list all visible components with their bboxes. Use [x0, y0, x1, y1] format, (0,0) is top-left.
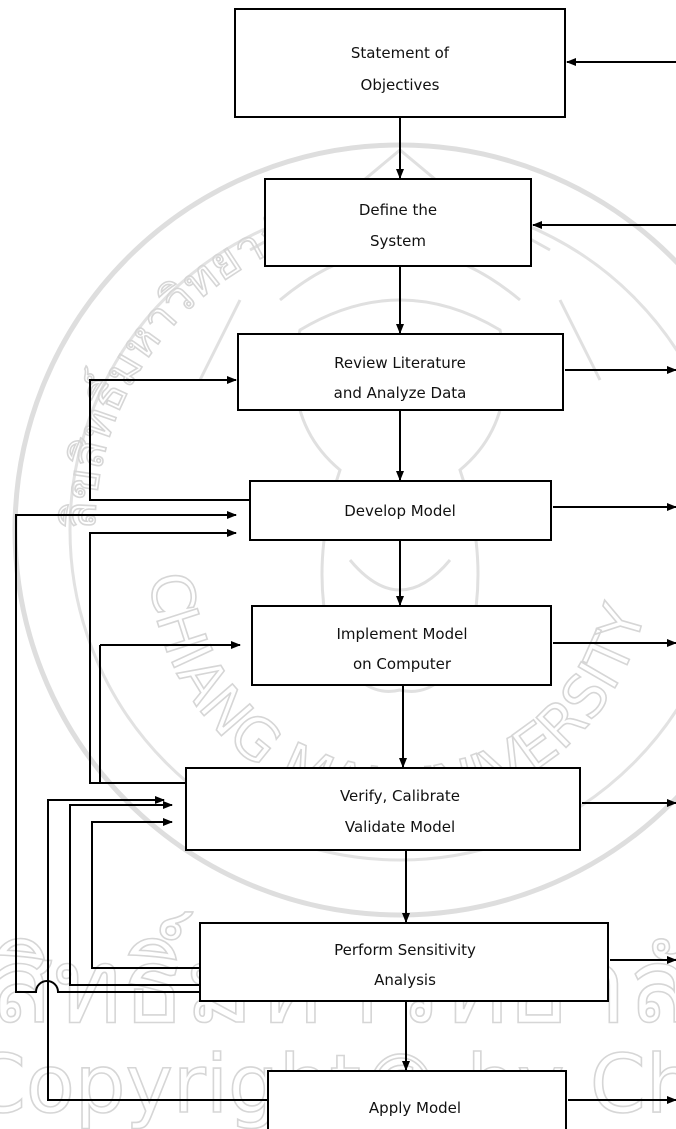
loop-develop-to-review — [89, 376, 251, 501]
box-develop-model: Develop Model — [249, 480, 552, 541]
box-define-line-1: Define the — [359, 201, 437, 219]
box-define-line-2: System — [370, 232, 426, 250]
box-sensitivity: Perform Sensitivity Analysis — [199, 922, 609, 1002]
box-implement-line-1: Implement Model — [337, 625, 468, 643]
box-implement-model: Implement Model on Computer — [251, 605, 552, 686]
connector-lines — [15, 58, 676, 1104]
box-sensitivity-line-2: Analysis — [374, 971, 436, 989]
box-verify-model: Verify, Calibrate Validate Model — [185, 767, 581, 851]
box-define-system: Define the System — [264, 178, 532, 267]
box-implement-line-2: on Computer — [353, 655, 452, 673]
box-objectives-line-2: Objectives — [361, 76, 440, 94]
box-review-literature: Review Literature and Analyze Data — [237, 333, 564, 411]
loop-verify-to-develop — [89, 529, 237, 784]
box-review-line-2: and Analyze Data — [334, 384, 467, 402]
box-apply-model: Apply Model — [267, 1070, 567, 1129]
box-verify-line-1: Verify, Calibrate — [340, 787, 460, 805]
box-sensitivity-line-1: Perform Sensitivity — [334, 941, 476, 959]
loop-sensitivity-to-verify — [91, 818, 200, 969]
box-verify-line-2: Validate Model — [345, 818, 455, 836]
loop-apply-up — [47, 985, 268, 1101]
loop-outer-to-develop — [15, 511, 237, 993]
box-objectives: Statement of Objectives — [234, 8, 566, 118]
loop-apply-to-verify — [47, 796, 165, 985]
box-review-line-1: Review Literature — [334, 354, 466, 372]
loop-sensitivity-to-verify-2 — [69, 801, 200, 986]
box-apply-line-1: Apply Model — [369, 1099, 461, 1117]
box-objectives-line-1: Statement of — [351, 44, 450, 62]
box-develop-line-1: Develop Model — [344, 502, 456, 520]
